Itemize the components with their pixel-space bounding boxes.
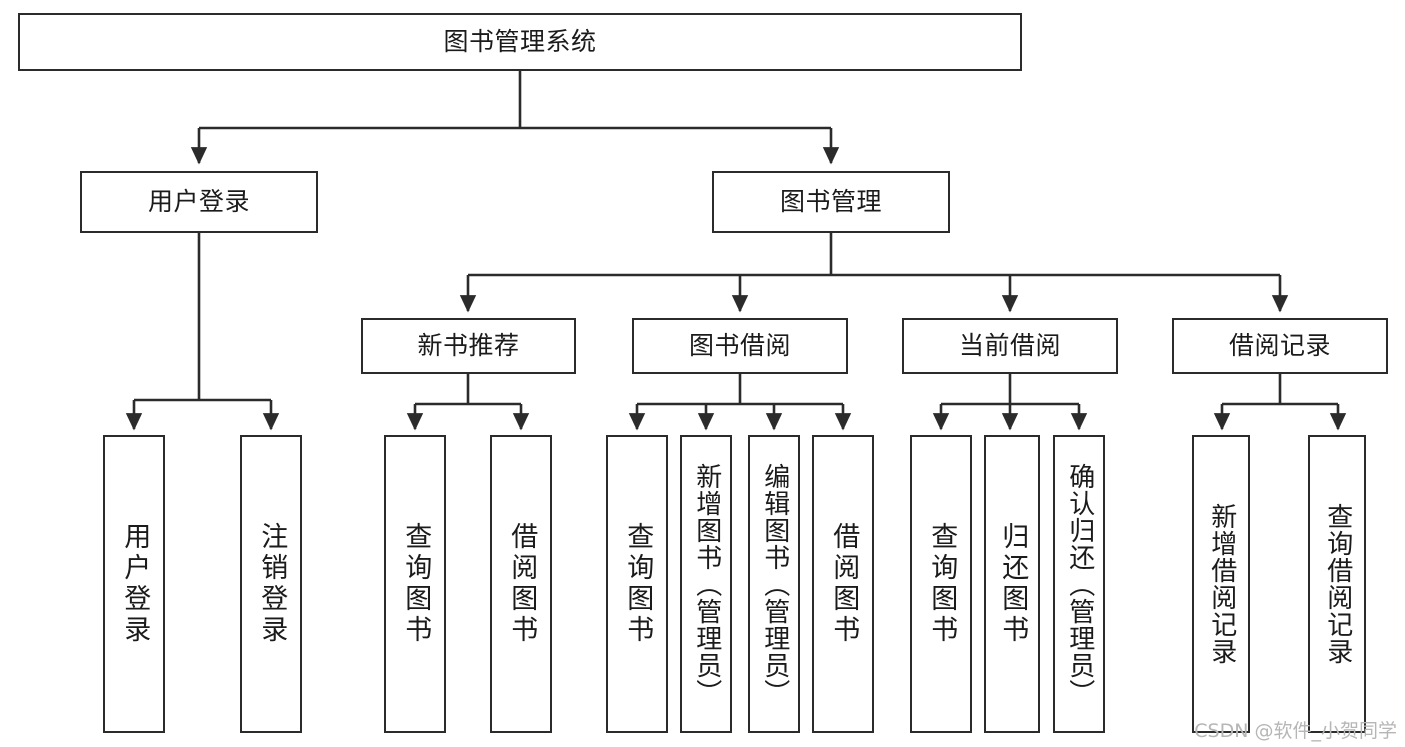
node-label: 新书推荐: [417, 330, 520, 360]
node-label: 图书借阅: [688, 330, 791, 360]
leaf-new-book-query-book[interactable]: 查询图书: [384, 435, 446, 733]
node-label: 借阅图书: [828, 522, 860, 646]
node-label: 用户登录: [119, 522, 151, 646]
leaf-new-book-borrow-book[interactable]: 借阅图书: [490, 435, 552, 733]
leaf-user-login-logout[interactable]: 注销登录: [240, 435, 302, 733]
node-root-book-management-system[interactable]: 图书管理系统: [18, 13, 1022, 71]
node-label: 编辑图书（管理员）: [759, 462, 790, 706]
node-new-book-recommend[interactable]: 新书推荐: [361, 318, 576, 374]
node-label: 用户登录: [147, 186, 250, 216]
leaf-user-login-login[interactable]: 用户登录: [103, 435, 165, 733]
node-user-login[interactable]: 用户登录: [80, 171, 318, 233]
watermark-text: CSDN @软件_小贺同学: [1194, 720, 1397, 742]
node-label: 归还图书: [997, 522, 1029, 646]
leaf-borrow-record-query-record[interactable]: 查询借阅记录: [1308, 435, 1366, 733]
leaf-book-borrow-borrow-book[interactable]: 借阅图书: [812, 435, 874, 733]
node-label: 查询图书: [400, 522, 432, 646]
node-label: 查询图书: [926, 522, 958, 646]
node-label: 当前借阅: [958, 330, 1061, 360]
leaf-current-borrow-query-book[interactable]: 查询图书: [910, 435, 972, 733]
node-book-borrow[interactable]: 图书借阅: [632, 318, 848, 374]
node-label: 新增图书（管理员）: [691, 462, 722, 706]
leaf-book-borrow-add-book-admin[interactable]: 新增图书（管理员）: [680, 435, 732, 733]
node-current-borrow[interactable]: 当前借阅: [902, 318, 1118, 374]
leaf-book-borrow-query-book[interactable]: 查询图书: [606, 435, 668, 733]
node-label: 图书管理系统: [443, 26, 597, 56]
leaf-borrow-record-add-record[interactable]: 新增借阅记录: [1192, 435, 1250, 733]
node-label: 注销登录: [256, 522, 288, 646]
node-label: 确认归还（管理员）: [1064, 462, 1095, 706]
node-label: 新增借阅记录: [1206, 503, 1237, 665]
node-label: 借阅记录: [1228, 330, 1331, 360]
node-label: 查询借阅记录: [1322, 503, 1353, 665]
node-label: 图书管理: [779, 186, 882, 216]
leaf-book-borrow-edit-book-admin[interactable]: 编辑图书（管理员）: [748, 435, 800, 733]
node-label: 借阅图书: [506, 522, 538, 646]
node-book-management[interactable]: 图书管理: [712, 171, 950, 233]
node-borrow-record[interactable]: 借阅记录: [1172, 318, 1388, 374]
node-label: 查询图书: [622, 522, 654, 646]
leaf-current-borrow-confirm-return-admin[interactable]: 确认归还（管理员）: [1053, 435, 1105, 733]
leaf-current-borrow-return-book[interactable]: 归还图书: [984, 435, 1040, 733]
